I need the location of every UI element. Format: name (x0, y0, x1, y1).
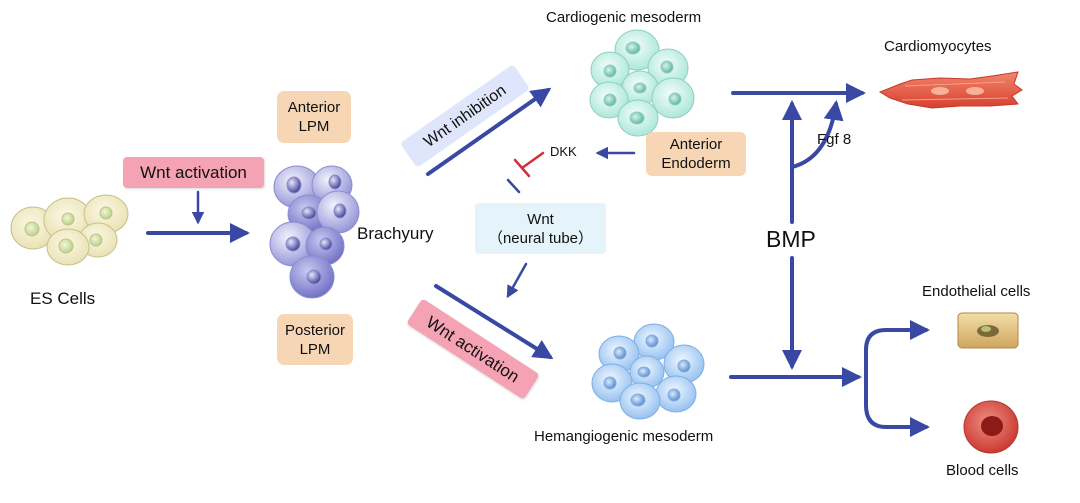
wnt-neural-line2: （neural tube） (487, 229, 594, 247)
es-cells-cluster (10, 194, 129, 266)
arrows (146, 83, 930, 437)
brachyury-cells-cluster (269, 165, 360, 299)
bmp-label: BMP (764, 226, 818, 253)
cardiomyocyte-cell (878, 71, 1023, 109)
wnt-neural-line1: Wnt (527, 210, 554, 228)
hemangiogenic-cells-cluster (591, 323, 705, 420)
es-cells-label: ES Cells (30, 289, 96, 308)
fgf8-label: Fgf 8 (817, 131, 852, 148)
anterior-lpm-line1: Anterior (287, 99, 341, 116)
arrow-to-endothelial (864, 320, 930, 379)
arrow-wnt-to-hemangiogenic (506, 262, 528, 299)
anterior-lpm-line2: LPM (298, 118, 330, 135)
endothelial-cells-label: Endothelial cells (922, 283, 1031, 300)
hemangiogenic-mesoderm-label: Hemangiogenic mesoderm (534, 428, 714, 445)
arrow-fgf8 (790, 100, 844, 169)
wnt-neural-tube-box: Wnt （neural tube） (475, 203, 606, 254)
posterior-lpm-line2: LPM (299, 340, 331, 358)
dkk-inhibition (513, 151, 545, 178)
arrow-to-blood (864, 375, 930, 437)
blood-cells-label: Blood cells (946, 462, 1019, 479)
posterior-lpm-line1: Posterior (284, 321, 346, 339)
posterior-lpm-box: Posterior LPM (277, 314, 353, 365)
endothelial-cell (957, 312, 1019, 349)
dkk-label: DKK (550, 144, 577, 159)
cardiomyocytes-label: Cardiomyocytes (884, 38, 992, 55)
arrow-to-cardiogenic (426, 87, 552, 176)
wnt-activation-top-text: Wnt activation (140, 163, 247, 182)
arrow-to-hemangiogenic (434, 284, 554, 360)
arrow-wnt-to-cardiogenic (506, 178, 521, 194)
brachyury-label: Brachyury (357, 224, 434, 243)
anterior-lpm-box: Anterior LPM (277, 91, 351, 143)
blood-cell (963, 400, 1019, 454)
anterior-endoderm-box: Anterior Endoderm (646, 132, 746, 176)
wnt-activation-box-top: Wnt activation (123, 157, 264, 188)
cardiogenic-mesoderm-label: Cardiogenic mesoderm (546, 9, 702, 26)
cardiogenic-cells-cluster (589, 29, 695, 137)
anterior-endoderm-line2: Endoderm (661, 155, 731, 172)
anterior-endoderm-line1: Anterior (669, 136, 723, 153)
